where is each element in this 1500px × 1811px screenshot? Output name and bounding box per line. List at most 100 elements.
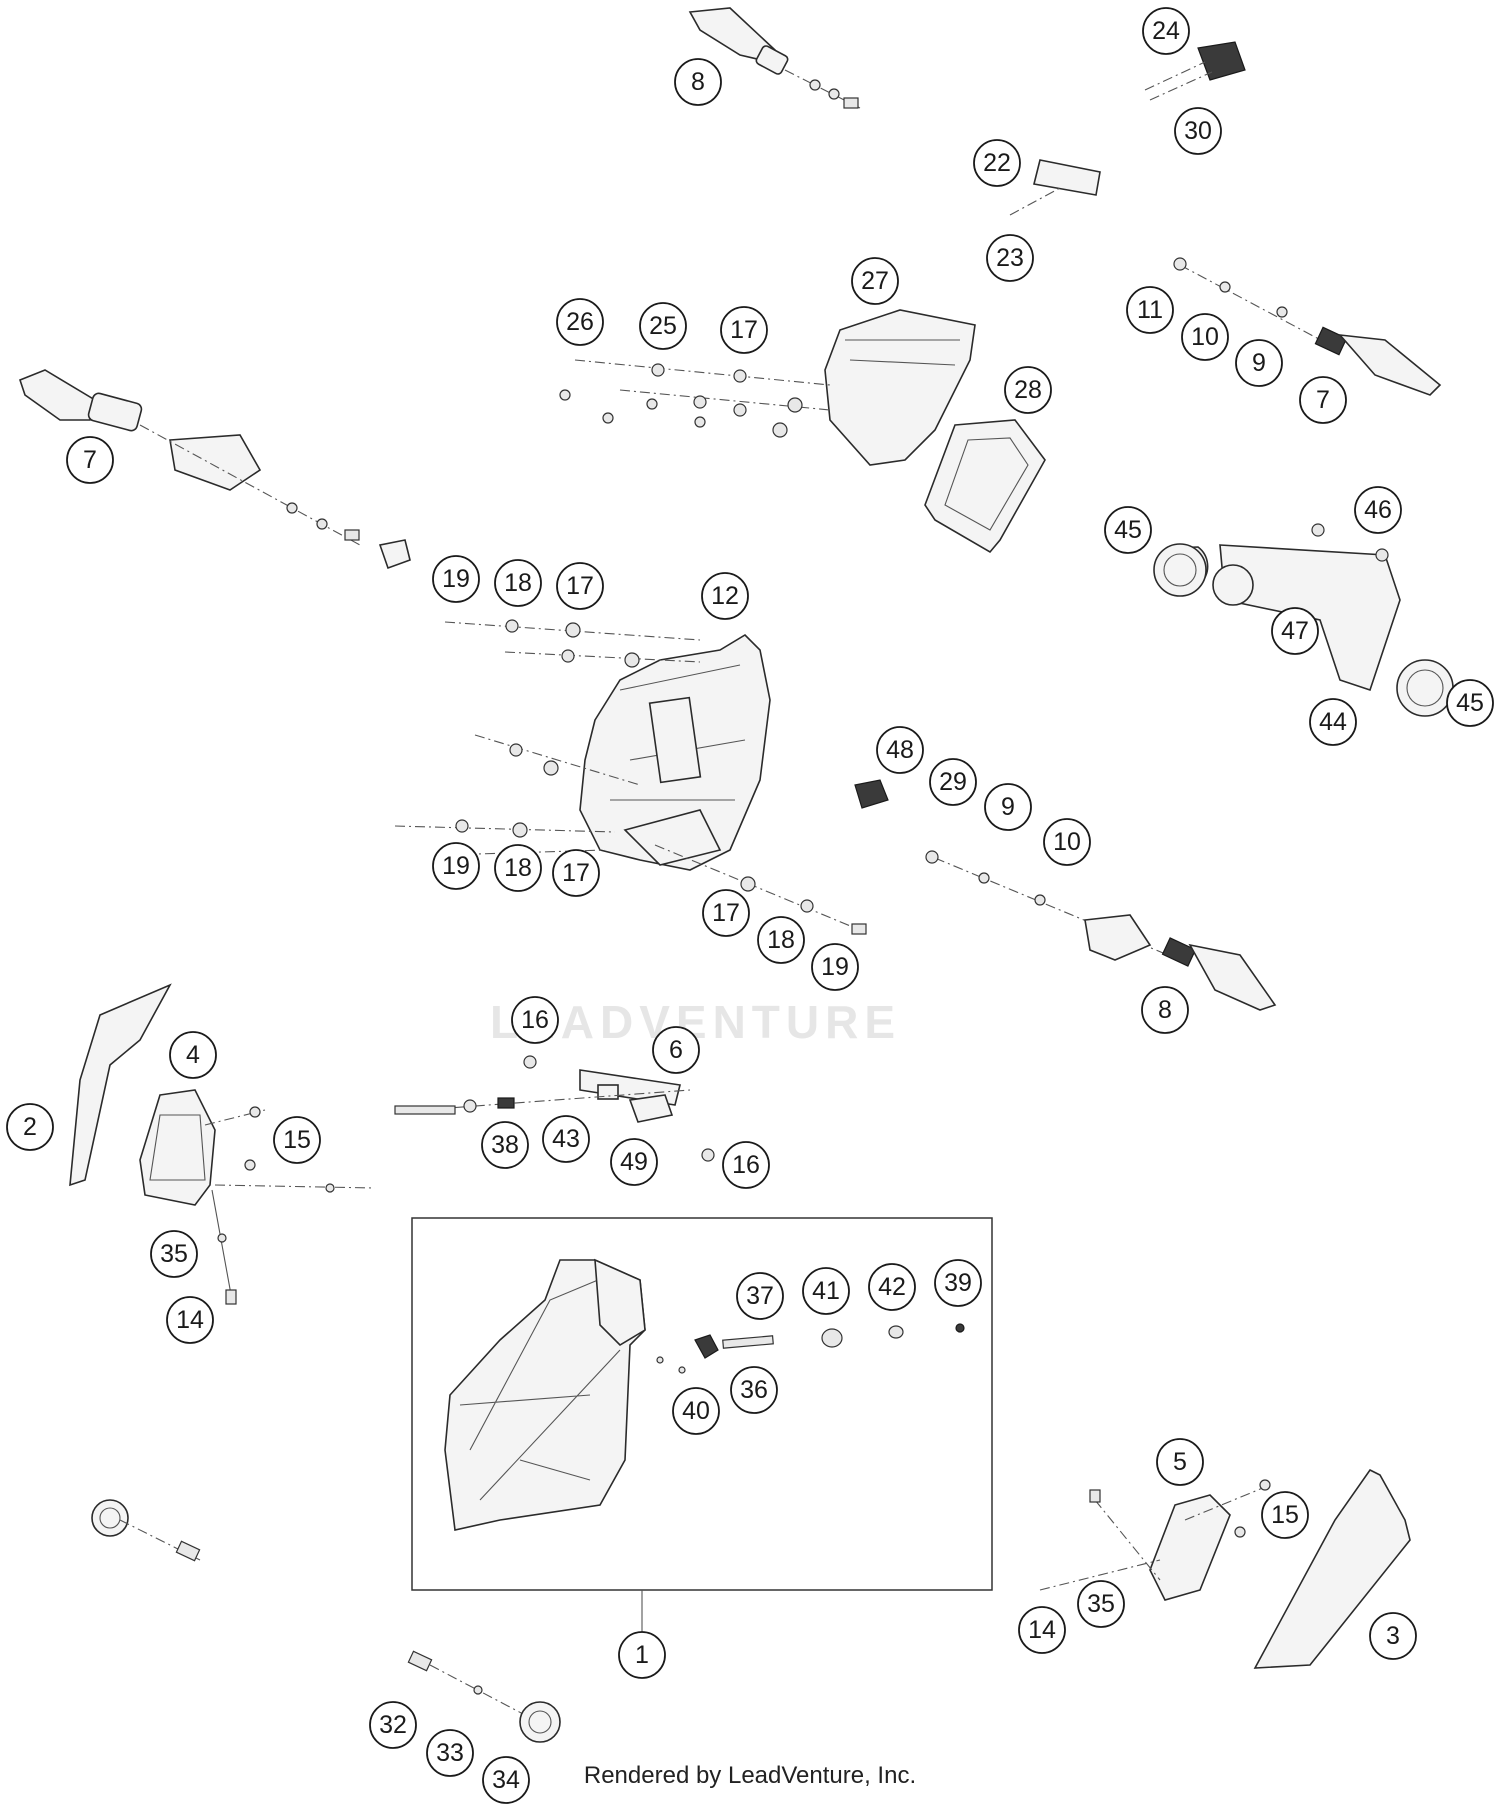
callout-label: 18 [504,854,532,882]
callout-label: 45 [1456,689,1484,717]
footer-credit: Rendered by LeadVenture, Inc. [583,1762,917,1789]
callout-label: 33 [436,1739,464,1767]
callout-label: 16 [521,1006,549,1034]
callout-15: 15 [273,1116,321,1164]
callout-label: 36 [740,1376,768,1404]
callout-33: 33 [426,1729,474,1777]
callout-label: 39 [944,1269,972,1297]
callout-1: 1 [618,1631,666,1679]
callout-label: 46 [1364,496,1392,524]
callout-14: 14 [1018,1606,1066,1654]
mount-bracket-6 [394,1055,715,1162]
callout-5: 5 [1156,1438,1204,1486]
callout-label: 9 [1252,349,1266,377]
callout-30: 30 [1174,107,1222,155]
callout-label: 17 [566,572,594,600]
callout-label: 6 [669,1036,683,1064]
callout-37: 37 [736,1272,784,1320]
callout-3: 3 [1369,1612,1417,1660]
side-shroud-left-2 [69,983,172,1187]
callout-34: 34 [482,1756,530,1804]
callout-19: 19 [811,943,859,991]
callout-label: 18 [504,569,532,597]
position-bulb-left [91,1499,201,1562]
callout-label: 17 [562,859,590,887]
callout-label: 35 [160,1240,188,1268]
callout-25: 25 [639,302,687,350]
headlight-bracket-12 [394,619,867,935]
callout-48: 48 [876,726,924,774]
turn-signal-right-8 [854,779,1277,1011]
callout-45: 45 [1104,506,1152,554]
callout-label: 30 [1184,117,1212,145]
callout-9: 9 [984,783,1032,831]
callout-label: 14 [1028,1616,1056,1644]
callout-28: 28 [1004,366,1052,414]
callout-label: 8 [1158,996,1172,1024]
callout-35: 35 [150,1230,198,1278]
callout-43: 43 [542,1115,590,1163]
callout-23: 23 [986,234,1034,282]
callout-6: 6 [652,1026,700,1074]
callout-7: 7 [66,436,114,484]
callout-label: 34 [492,1766,520,1794]
callout-label: 41 [812,1277,840,1305]
callout-label: 10 [1053,828,1081,856]
callout-29: 29 [929,758,977,806]
callout-11: 11 [1126,286,1174,334]
callout-38: 38 [481,1121,529,1169]
callout-19: 19 [432,842,480,890]
callout-label: 25 [649,312,677,340]
callout-18: 18 [494,559,542,607]
callout-label: 17 [712,899,740,927]
callout-49: 49 [610,1138,658,1186]
callout-39: 39 [934,1259,982,1307]
callout-16: 16 [511,996,559,1044]
callout-label: 18 [767,926,795,954]
callout-label: 38 [491,1131,519,1159]
headlight-assembly-1 [411,1217,993,1640]
callout-label: 11 [1137,296,1163,324]
callout-2: 2 [6,1103,54,1151]
callout-15: 15 [1261,1491,1309,1539]
callout-label: 49 [620,1148,648,1176]
callout-label: 19 [821,953,849,981]
callout-7: 7 [1299,376,1347,424]
callout-label: 35 [1087,1590,1115,1618]
callout-label: 29 [939,768,967,796]
callout-47: 47 [1271,607,1319,655]
callout-19: 19 [432,555,480,603]
callout-26: 26 [556,298,604,346]
callout-17: 17 [556,562,604,610]
callout-label: 15 [283,1126,311,1154]
callout-22: 22 [973,139,1021,187]
callout-label: 2 [23,1113,37,1141]
callout-label: 44 [1319,708,1347,736]
callout-36: 36 [730,1366,778,1414]
callout-label: 47 [1281,617,1309,645]
callout-label: 19 [442,565,470,593]
callout-17: 17 [702,889,750,937]
side-bracket-right-5 [1039,1479,1271,1601]
callout-label: 1 [635,1641,649,1669]
position-bulb-bottom [407,1650,561,1743]
instrument-cluster-27 [559,309,976,466]
turn-signal-top-8 [688,7,861,109]
callout-17: 17 [720,306,768,354]
callout-label: 15 [1271,1501,1299,1529]
callout-44: 44 [1309,698,1357,746]
callout-label: 40 [682,1397,710,1425]
callout-46: 46 [1354,486,1402,534]
callout-18: 18 [494,844,542,892]
turn-signal-right-7 [1173,257,1442,396]
callout-14: 14 [166,1296,214,1344]
callout-8: 8 [674,58,722,106]
callout-label: 22 [983,149,1011,177]
callout-label: 32 [379,1711,407,1739]
callout-24: 24 [1142,7,1190,55]
callout-label: 37 [746,1282,774,1310]
callout-41: 41 [802,1267,850,1315]
callout-9: 9 [1235,339,1283,387]
side-bracket-left-4 [139,1089,376,1305]
